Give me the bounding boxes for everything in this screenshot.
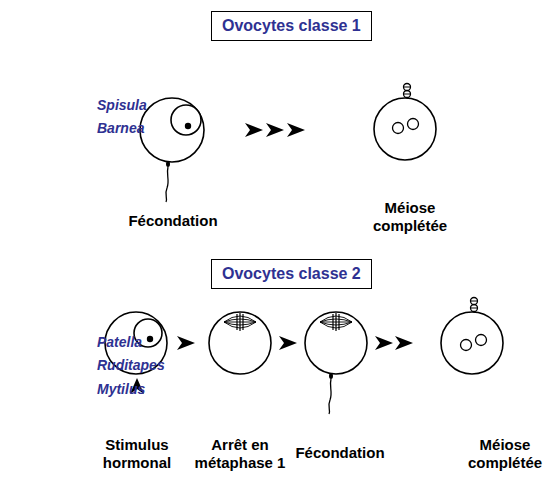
stage-label: Fécondation: [103, 212, 243, 230]
stage-label: Stimulus hormonal: [85, 436, 189, 472]
stage-label: Méiose complétée: [463, 436, 547, 472]
species-name: Patella: [97, 334, 217, 351]
title-text: Ovocytes classe 1: [222, 17, 361, 35]
stage-label: Méiose complétée: [365, 199, 455, 235]
title-box: Ovocytes classe 1: [211, 11, 372, 41]
species-name: Spisula: [97, 97, 217, 114]
title-text: Ovocytes classe 2: [222, 265, 361, 283]
species-name: Mytilus: [97, 381, 217, 398]
title-box: Ovocytes classe 2: [211, 259, 372, 289]
stage-label: Fécondation: [288, 444, 392, 462]
stage-label: Arrêt en métaphase 1: [188, 436, 292, 472]
species-name: Barnea: [97, 120, 217, 137]
species-name: Ruditapes: [97, 357, 217, 374]
